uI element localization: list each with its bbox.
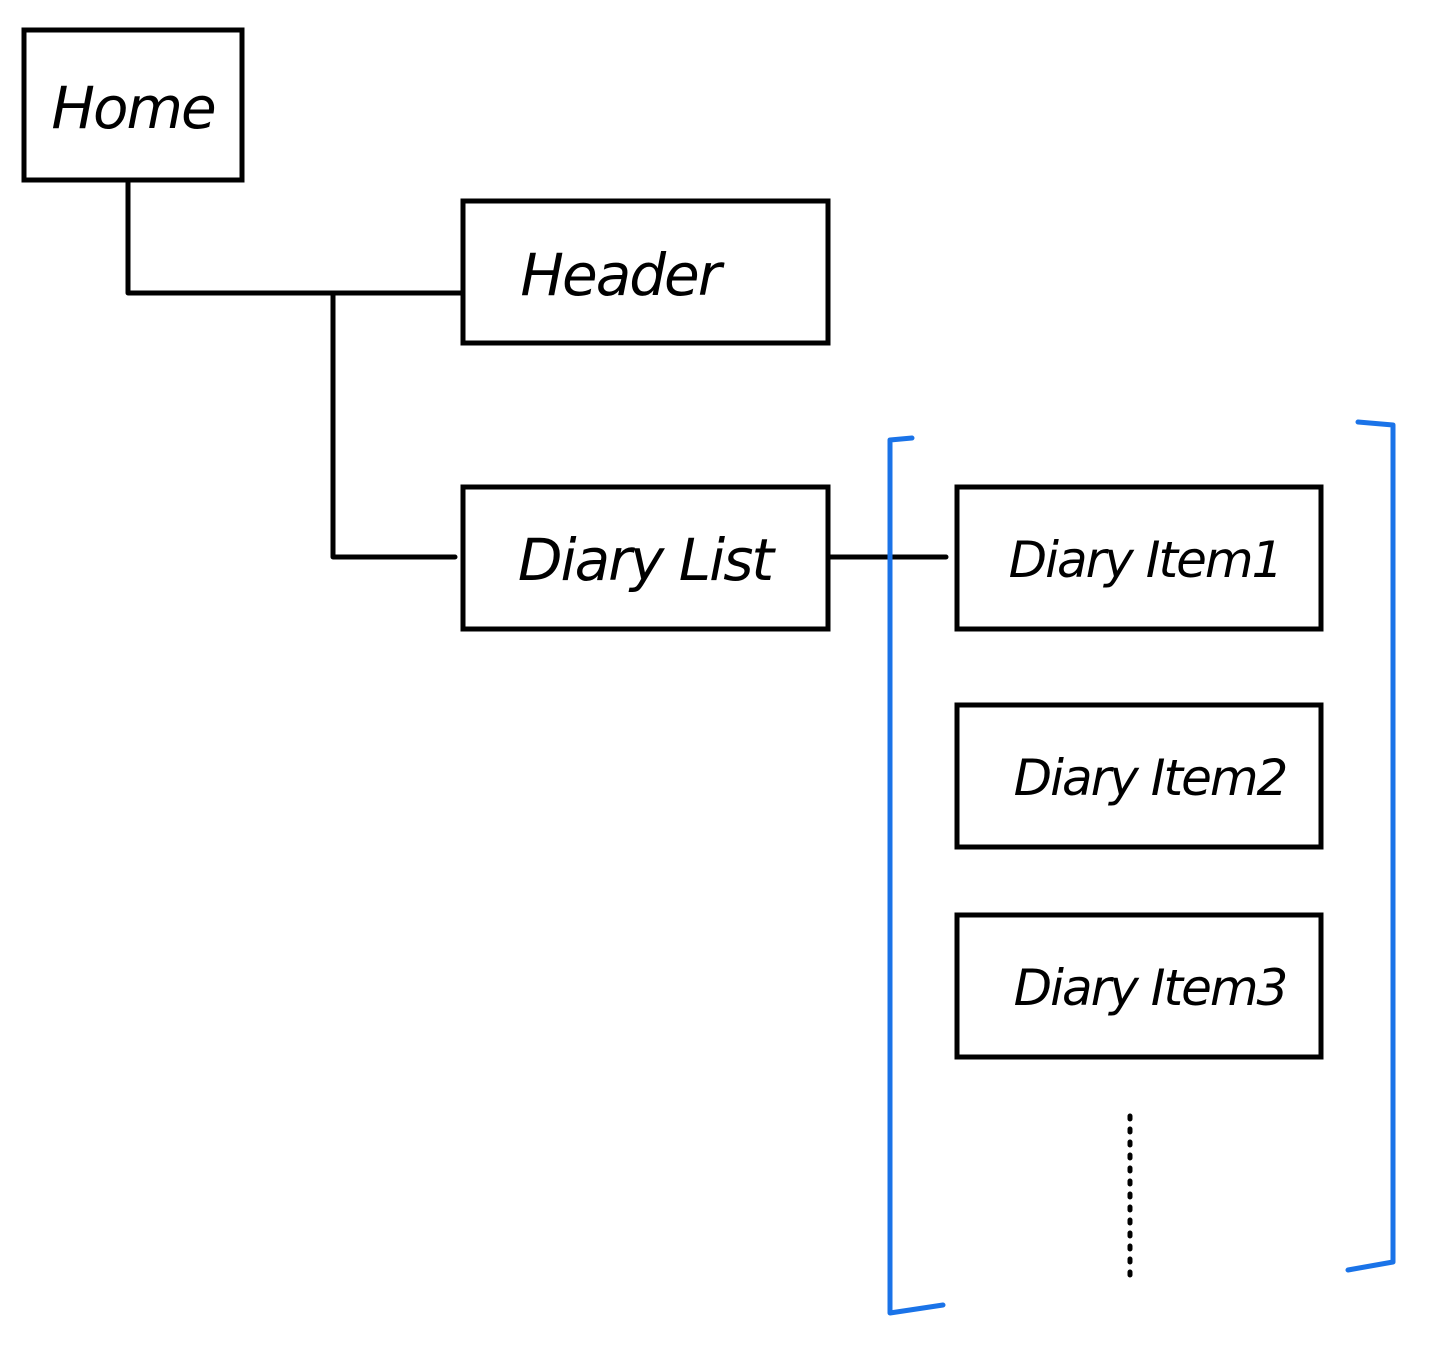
connectors bbox=[125, 177, 949, 560]
node-diary-list: Diary List bbox=[460, 484, 831, 632]
diary-item-2-label: Diary Item2 bbox=[1014, 749, 1287, 807]
node-header: Header bbox=[460, 198, 831, 346]
diary-item-3-label: Diary Item3 bbox=[1014, 959, 1287, 1017]
node-home: Home bbox=[21, 27, 245, 183]
header-box bbox=[460, 198, 831, 346]
node-diary-item-2: Diary Item2 bbox=[954, 702, 1324, 850]
right-bracket bbox=[1345, 419, 1396, 1273]
diary-item-3-box bbox=[954, 912, 1324, 1060]
home-label: Home bbox=[51, 74, 215, 142]
items-array-bracket bbox=[887, 419, 1396, 1316]
left-bracket bbox=[887, 435, 946, 1316]
diary-item-1-label: Diary Item1 bbox=[1009, 531, 1282, 589]
diary-item-1-box bbox=[954, 484, 1324, 632]
diary-item-2-box bbox=[954, 702, 1324, 850]
diary-list-label: Diary List bbox=[518, 526, 777, 594]
edge-to-diary-list bbox=[330, 290, 458, 560]
edge-home-to-children bbox=[125, 177, 336, 296]
node-diary-item-3: Diary Item3 bbox=[954, 912, 1324, 1060]
header-label: Header bbox=[520, 241, 724, 309]
diary-list-box bbox=[460, 484, 831, 632]
home-box bbox=[21, 27, 245, 183]
node-diary-item-1: Diary Item1 bbox=[954, 484, 1324, 632]
